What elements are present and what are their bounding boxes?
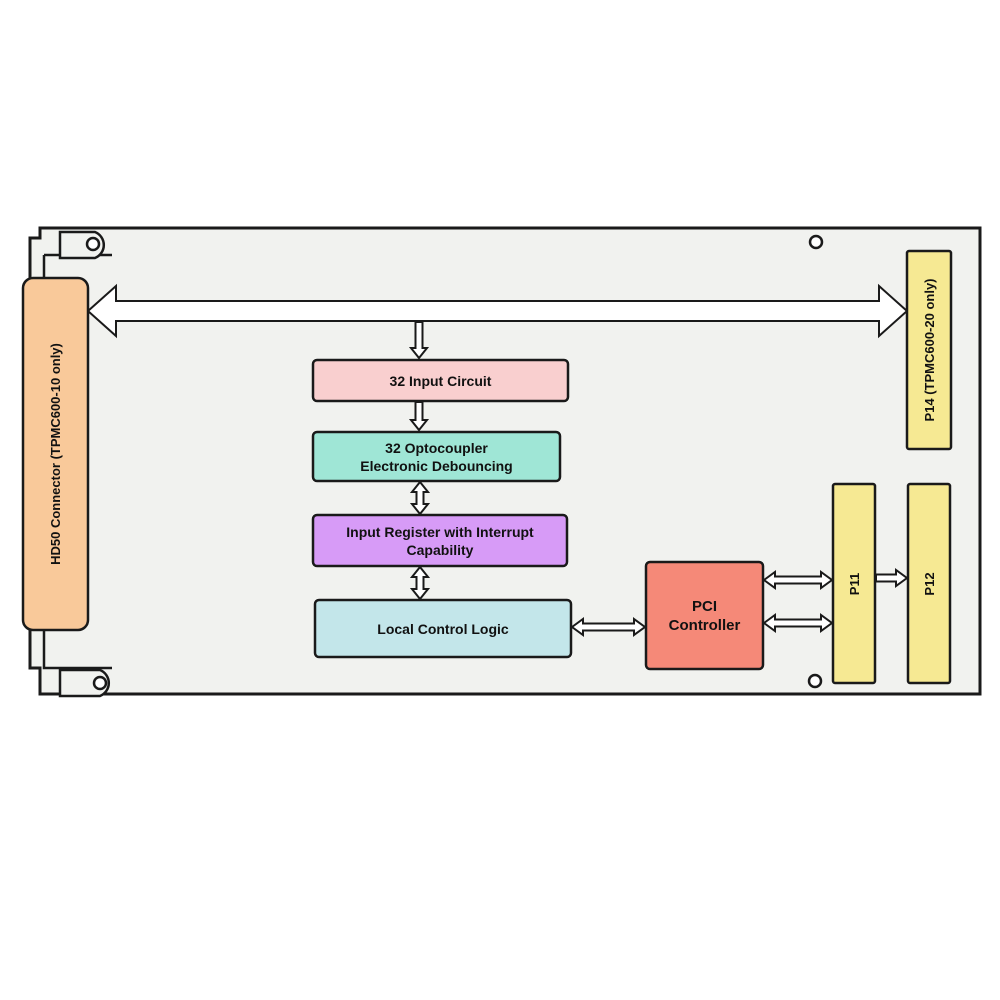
optocoupler-label: 32 Optocoupler Electronic Debouncing [360, 439, 513, 474]
input-register-label: Input Register with Interrupt Capability [346, 523, 534, 558]
p14-connector-label: P14 (TPMC600-20 only) [921, 278, 937, 422]
p11-connector-block [831, 482, 877, 685]
input-register-block [311, 513, 569, 568]
mounting-hole-bottom-right [807, 673, 823, 689]
bracket-tab-bottom [58, 668, 110, 698]
p11-connector-label: P11 [846, 572, 862, 596]
bus-to-input-arrow [408, 321, 430, 360]
input-circuit-block [311, 358, 570, 403]
optocoupler-block [311, 430, 562, 483]
local-control-logic-block [313, 598, 573, 659]
p14-connector-block [905, 249, 953, 451]
p12-connector-block [906, 482, 952, 685]
hd50-connector-label: HD50 Connector (TPMC600-10 only) [47, 343, 63, 565]
p11-p12-arrow [875, 568, 909, 588]
mounting-hole-top-left [85, 236, 101, 252]
input-to-opto-arrow [408, 401, 430, 432]
mounting-hole-bottom-left [92, 675, 108, 691]
input-circuit-label: 32 Input Circuit [389, 372, 492, 389]
hd50-connector-block [21, 276, 90, 632]
pci-controller-label: PCI Controller [668, 597, 741, 634]
pci-controller-block [644, 560, 765, 671]
mounting-hole-top-right [808, 234, 824, 250]
local-control-logic-label: Local Control Logic [377, 620, 509, 637]
p12-connector-label: P12 [921, 572, 937, 596]
